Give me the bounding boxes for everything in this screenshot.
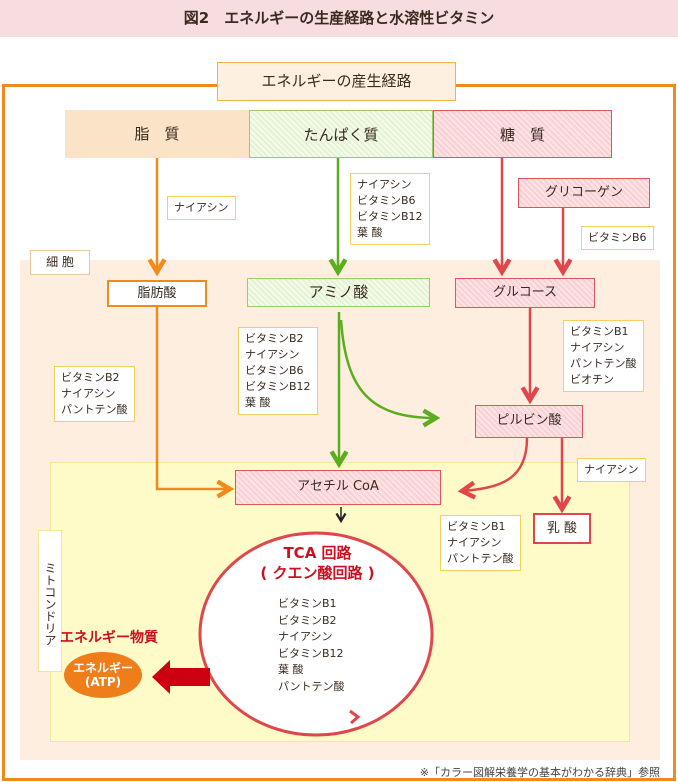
vitamin-note-amino-acid: ビタミンB2 ナイアシンビタミンB6 ビタミンB12 葉 酸 xyxy=(238,327,318,415)
vitamin-name: ビタミンB2 xyxy=(61,371,120,384)
mitochondria-label: ミトコンドリア xyxy=(38,530,62,672)
source-fat: 脂 質 xyxy=(65,110,249,158)
vitamin-note-protein: ナイアシンビタミンB6 ビタミンB12 葉 酸 xyxy=(350,173,430,245)
node-pyruvate: ピルビン酸 xyxy=(475,405,583,438)
figure-title: 図2 エネルギーの生産経路と水溶性ビタミン xyxy=(0,0,678,37)
vitamin-name: ビタミンB12 xyxy=(357,210,423,223)
cell-label: 細 胞 xyxy=(30,250,90,275)
vitamin-name: ビタミンB6 xyxy=(245,364,304,377)
vitamin-name: ナイアシン xyxy=(447,536,502,549)
vitamin-name: ナイアシン xyxy=(570,341,625,354)
vitamin-name: パントテン酸 xyxy=(570,357,637,370)
vitamin-name: ビオチン xyxy=(570,373,614,386)
node-acetyl-coa: アセチル CoA xyxy=(235,470,441,505)
vitamin-name: ナイアシン xyxy=(174,201,229,214)
vitamin-note-fatty-acid: ビタミンB2 ナイアシンパントテン酸 xyxy=(54,366,135,422)
energy-label: エネルギー物質 xyxy=(60,630,158,646)
vitamin-note-pyruvate: ビタミンB1 ナイアシンパントテン酸 xyxy=(440,515,521,571)
node-glycogen: グリコーゲン xyxy=(518,178,650,208)
node-fatty-acid: 脂肪酸 xyxy=(107,280,207,307)
atp-label: エネルギー(ATP) xyxy=(72,661,133,689)
arrow-pyruvate-to-acetyl xyxy=(457,437,529,500)
vitamin-name: ビタミンB12 xyxy=(245,380,311,393)
source-protein: たんぱく質 xyxy=(249,110,433,158)
vitamin-name: 葉 酸 xyxy=(245,396,271,409)
arrow-fatty-acid-to-acetyl xyxy=(155,307,235,499)
vitamin-name: ナイアシン xyxy=(584,463,639,476)
tca-cycle-circle xyxy=(198,531,434,737)
atp-ellipse xyxy=(64,652,142,698)
vitamin-note-fat: ナイアシン xyxy=(167,196,236,220)
vitamin-name: ビタミンB6 xyxy=(357,194,416,207)
vitamin-name: ビタミンB1 xyxy=(447,520,506,533)
node-glucose: グルコース xyxy=(455,278,595,308)
vitamin-name: ビタミンB1 xyxy=(570,325,629,338)
node-amino-acid: アミノ酸 xyxy=(247,278,430,307)
main-label: エネルギーの産生経路 xyxy=(217,62,456,101)
tca-title: TCA 回路( クエン酸回路 ) xyxy=(260,544,375,582)
source-carb: 糖 質 xyxy=(433,110,612,158)
tca-cycle-arrowhead xyxy=(349,709,361,725)
vitamin-name: ビタミンB2 xyxy=(245,332,304,345)
atp-arrow xyxy=(152,660,210,694)
vitamin-name: ナイアシン xyxy=(357,178,412,191)
vitamin-name: ナイアシン xyxy=(61,387,116,400)
vitamin-note-glucose: ビタミンB1 ナイアシンパントテン酸ビオチン xyxy=(563,320,644,392)
node-lactate: 乳 酸 xyxy=(533,513,591,544)
vitamin-name: 葉 酸 xyxy=(357,226,383,239)
vitamin-name: ナイアシン xyxy=(245,348,300,361)
vitamin-note-lactate: ナイアシン xyxy=(577,458,646,482)
footnote: ※「カラー図解栄養学の基本がわかる辞典」参照 xyxy=(419,766,660,779)
vitamin-name: パントテン酸 xyxy=(447,552,514,565)
vitamin-name: ビタミンB6 xyxy=(588,231,647,244)
arrow-amino-to-pyruvate xyxy=(339,319,441,428)
vitamin-name: パントテン酸 xyxy=(61,403,128,416)
vitamin-note-glycogen: ビタミンB6 xyxy=(581,226,654,250)
